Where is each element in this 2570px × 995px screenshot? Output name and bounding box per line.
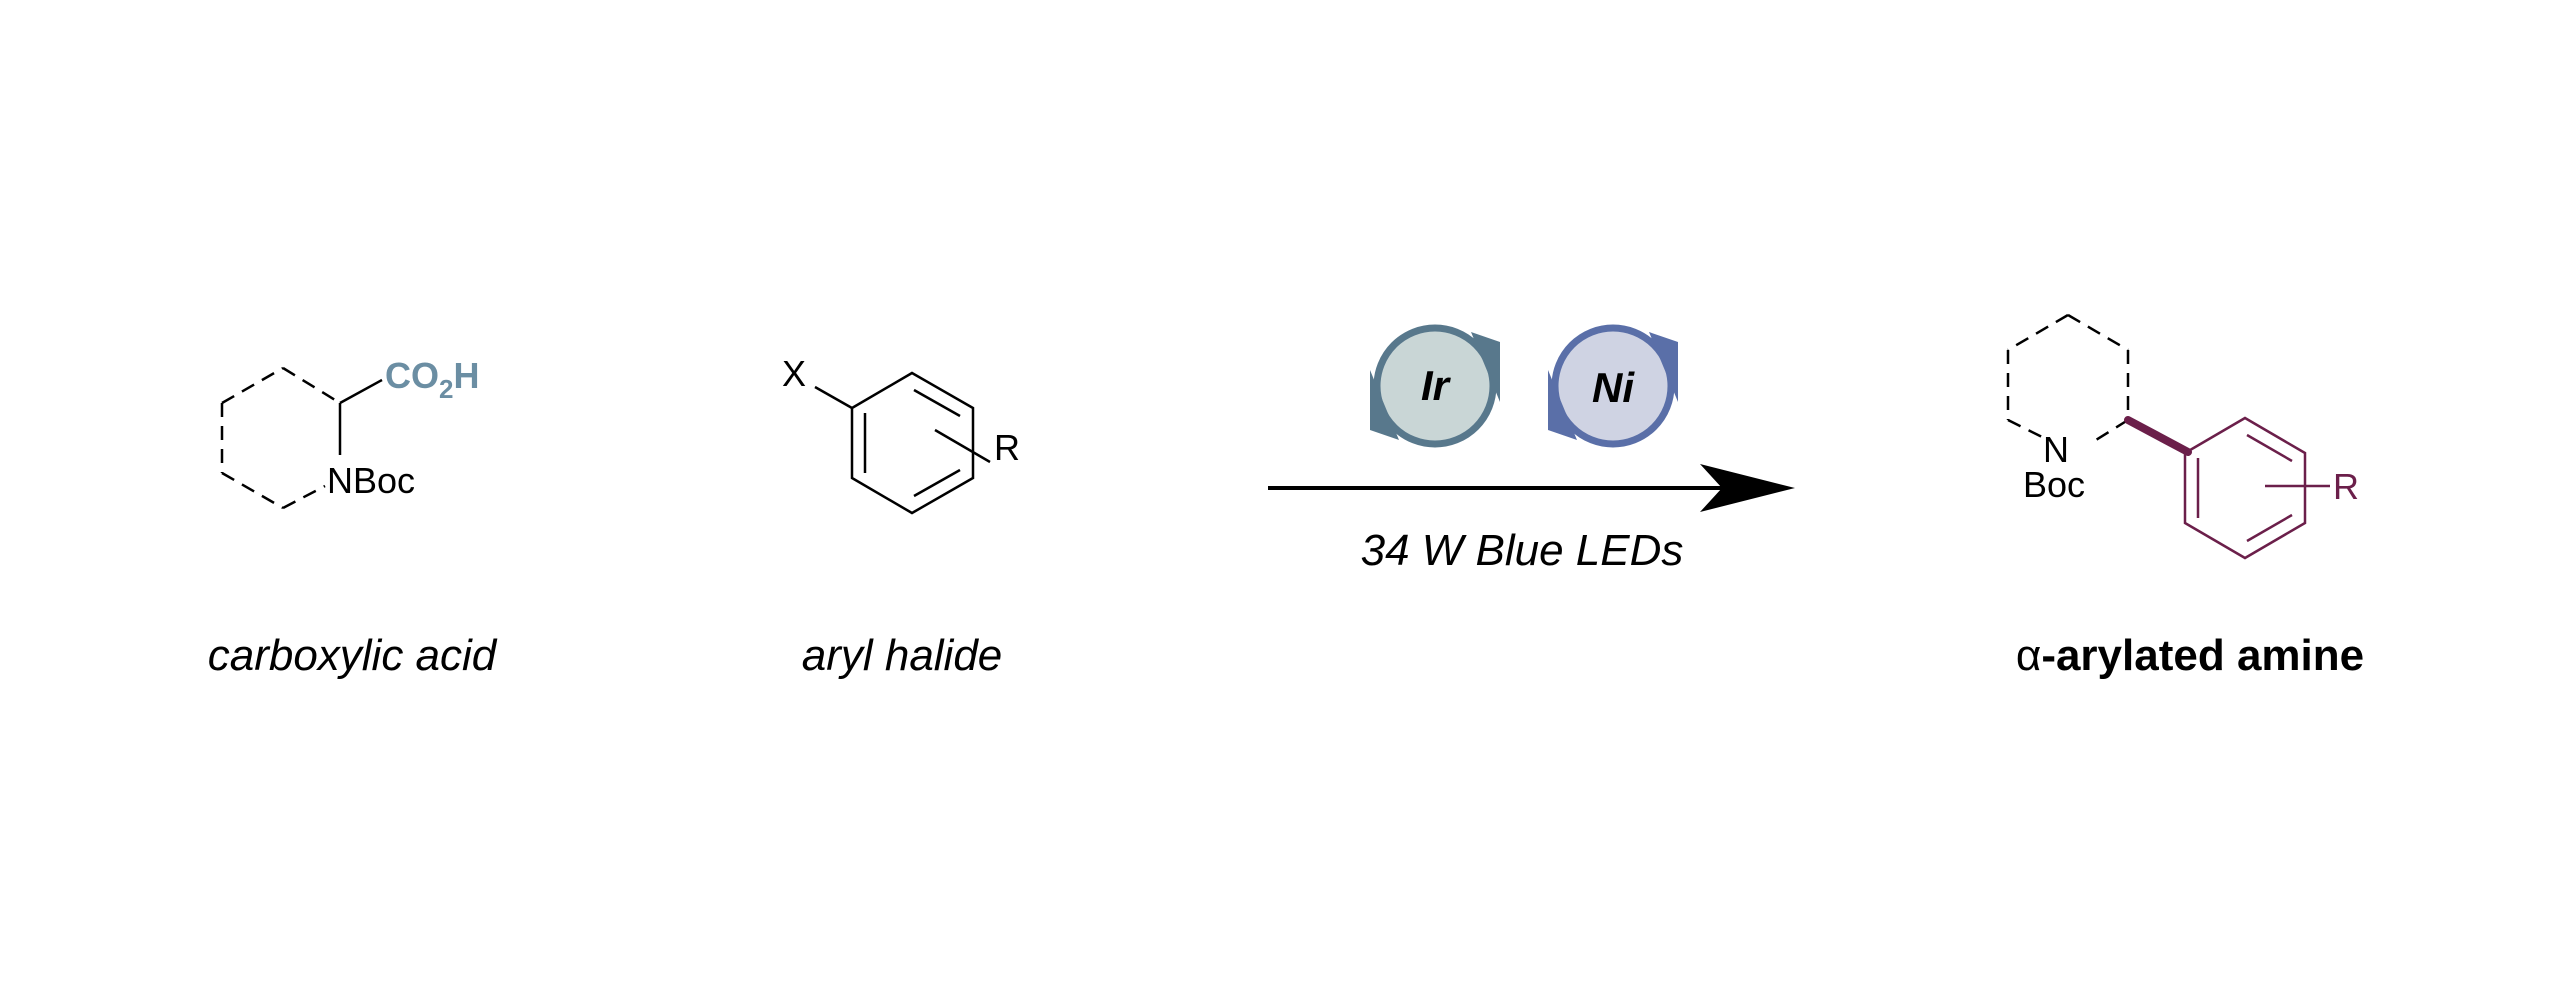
product-arylated-amine: N Boc R α-arylated amine bbox=[2006, 313, 2364, 680]
product-ring-dashed bbox=[2006, 313, 2130, 442]
reaction-condition: 34 W Blue LEDs bbox=[1361, 526, 1684, 575]
aryl-bond-bold bbox=[2124, 416, 2192, 456]
piperidine-ring-dashed bbox=[220, 366, 341, 510]
nboc-label: NBoc bbox=[327, 460, 415, 501]
caption-carboxylic-acid: carboxylic acid bbox=[208, 631, 498, 680]
ir-catalytic-cycle: Ir bbox=[1370, 324, 1500, 448]
halogen-x: X bbox=[782, 353, 806, 394]
catalyst-ir-label: Ir bbox=[1421, 362, 1452, 409]
caption-arylated-amine: α-arylated amine bbox=[2016, 631, 2364, 680]
catalyst-ni-label: Ni bbox=[1592, 364, 1635, 411]
reaction-arrow bbox=[1268, 464, 1795, 512]
ring-solid-bonds bbox=[338, 378, 383, 455]
ni-catalytic-cycle: Ni bbox=[1548, 324, 1678, 448]
product-benzene-ring bbox=[2183, 416, 2330, 560]
acid-substituent: CO2H bbox=[385, 355, 479, 404]
benzene-ring bbox=[814, 371, 991, 515]
aryl-substituent-r: R bbox=[994, 427, 1020, 468]
product-boc: Boc bbox=[2023, 464, 2085, 505]
product-nitrogen: N bbox=[2043, 429, 2069, 470]
reactant-aryl-halide: X R aryl halide bbox=[782, 353, 1020, 680]
product-substituent-r: R bbox=[2333, 466, 2359, 507]
caption-aryl-halide: aryl halide bbox=[802, 631, 1003, 680]
reactant-carboxylic-acid: CO2H NBoc carboxylic acid bbox=[208, 355, 498, 680]
